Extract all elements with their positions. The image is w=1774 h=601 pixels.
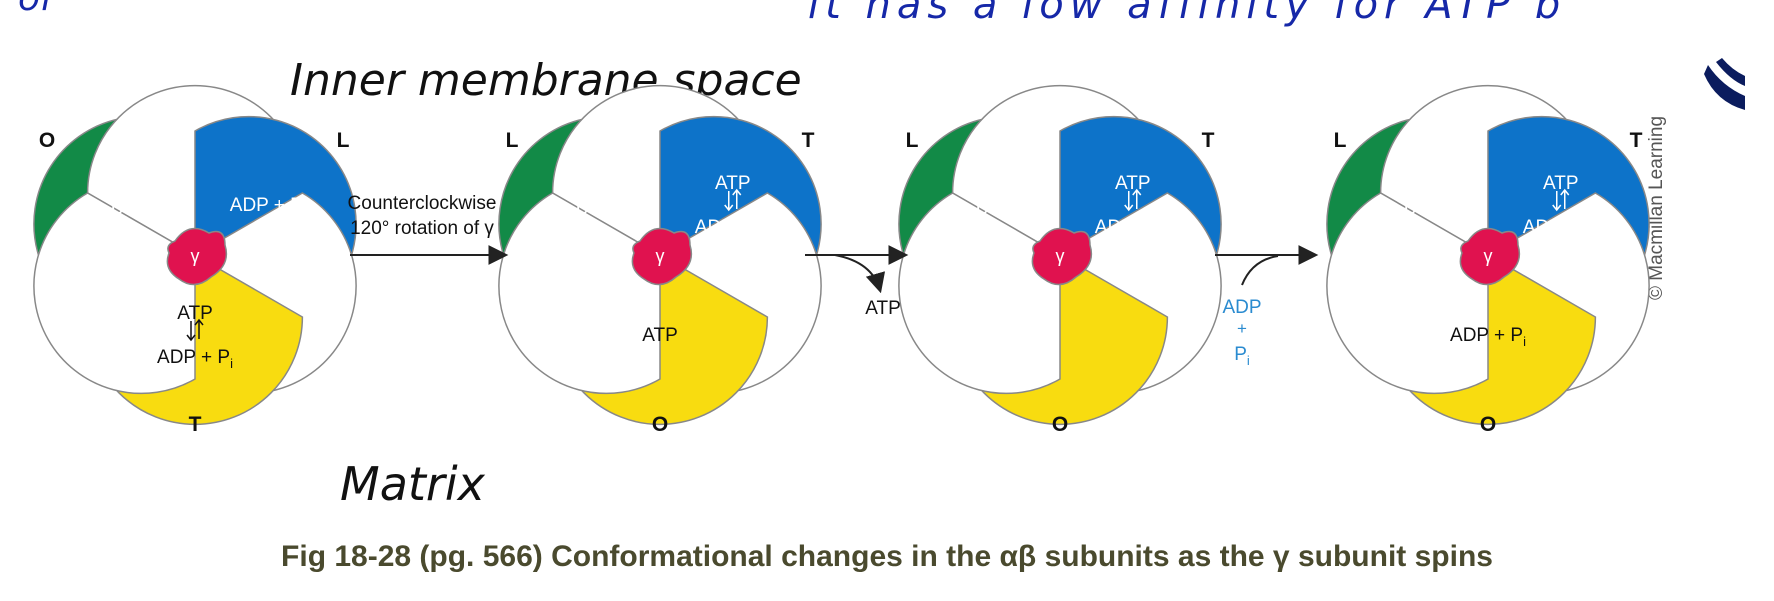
gamma-label: γ [191,246,200,266]
blue-lobe-text: ATP [1115,173,1151,194]
figure-caption: Fig 18-28 (pg. 566) Conformational chang… [281,540,1493,573]
annotation-top-right: it has a low affinity for ATP b [808,0,1566,28]
pi-subscript: i [622,212,625,227]
pi-subscript: i [1596,226,1599,241]
yellow-lobe-text: ADP + Pi [1450,325,1526,349]
blue-lobe-text: ADP + Pi [695,217,771,241]
blue-lobe-equilibrium-head-up [1560,188,1570,196]
state-label-right: L [337,129,350,152]
state-label-left: L [906,129,919,152]
annotation-inner-membrane-space: Inner membrane space [290,55,802,106]
gamma-subunit [166,227,228,286]
rotor-state-2: γ ADP + Pi ATP ADP + Pi ATP L T O [498,84,822,436]
annotation-matrix: Matrix [340,457,486,511]
state-label-bottom: T [189,413,202,436]
gamma-subunit [1031,227,1093,286]
state-label-bottom: O [1480,413,1496,436]
annotation-top-left: of [18,0,58,19]
state-label-left: O [39,129,55,152]
green-lobe-text: ADP + Pi [1377,203,1453,227]
blue-lobe-text: ADP + Pi [1523,217,1599,241]
pi-subscript: i [768,226,771,241]
blue-lobe-text: ATP [1543,173,1579,194]
adp-entry-label-pi: Pi [1234,344,1250,368]
pi-subscript: i [1523,334,1526,349]
lobe-white-lower-left [1326,192,1489,395]
pi-subscript: i [1022,212,1025,227]
green-lobe-text: ADP + Pi [84,203,160,227]
blue-lobe-equilibrium-head-down [724,204,734,212]
blue-lobe-equilibrium-head-up [1132,188,1142,196]
state-label-right: T [1202,129,1215,152]
blue-lobe-equilibrium-head-down [1552,204,1562,212]
blue-lobe-equilibrium-head-up [732,188,742,196]
pi-subscript: i [303,204,306,219]
state-label-bottom: O [1052,413,1068,436]
pi-subscript: i [230,356,233,371]
atp-release-curve [834,254,886,294]
yellow-lobe-text: ATP [642,325,678,346]
rotor-state-3: γ ADP + Pi ATP ADP + Pi L T O [898,84,1222,436]
blue-lobe-text: ADP + Pi [230,195,306,219]
yellow-lobe-text: ADP + Pi [157,347,233,371]
adp-entry-label-plus: + [1237,319,1247,338]
gamma-subunit [631,227,693,286]
pi-subscript: i [1247,353,1250,368]
lobe-white-lower-left [498,192,661,395]
adp-entry-label-adp: ADP [1222,297,1261,318]
pi-subscript: i [157,212,160,227]
publisher-logo-icon [1704,58,1745,110]
state-label-right: T [802,129,815,152]
green-lobe-text: ADP + Pi [949,203,1025,227]
blue-lobe-text: ADP + Pi [1095,217,1171,241]
green-lobe-text: ADP + Pi [549,203,625,227]
adp-entry-curve [1241,255,1279,286]
gamma-label: γ [1484,246,1493,266]
yellow-lobe-equilibrium-head-down [186,334,196,342]
state-label-left: L [506,129,519,152]
gamma-subunit [1459,227,1521,286]
credit-text: © Macmillan Learning [1646,116,1667,300]
state-label-right: T [1630,129,1643,152]
yellow-lobe-equilibrium-head-up [194,318,204,326]
atp-release-label: ATP [865,298,901,319]
blue-lobe-equilibrium-head-down [1124,204,1134,212]
state-label-bottom: O [652,413,668,436]
rotation-label-line1: Counterclockwise [348,193,497,214]
yellow-lobe-text: ATP [177,303,213,324]
state-label-left: L [1334,129,1347,152]
pi-subscript: i [1450,212,1453,227]
rotation-label-line2: 120° rotation of γ [350,218,494,239]
gamma-label: γ [656,246,665,266]
gamma-label: γ [1056,246,1065,266]
lobe-white-lower-left [33,192,196,395]
blue-lobe-text: ATP [715,173,751,194]
lobe-white-lower-left [898,192,1061,395]
pi-subscript: i [1168,226,1171,241]
